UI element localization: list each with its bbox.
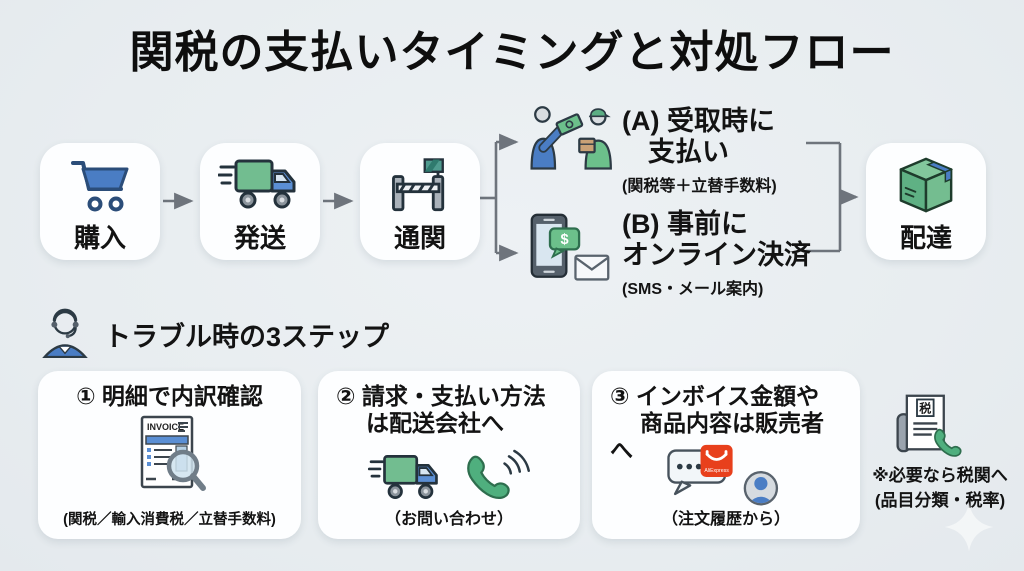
flow-node-customs: 通関	[360, 143, 480, 260]
flow-node-label: 発送	[233, 223, 286, 253]
branch-b-line1: (B) 事前に	[622, 209, 748, 239]
support-headset-icon	[40, 306, 90, 363]
svg-text:INVOICE: INVOICE	[147, 422, 184, 432]
trouble-heading-label: トラブル時の3ステップ	[104, 322, 390, 352]
customs-office-note: ※必要なら税関へ (品目分類・税率)	[860, 463, 1020, 513]
cash-handoff-icon	[528, 104, 618, 175]
step-3-title: ③ インボイス金額や 商品内容は販売者へ	[610, 383, 824, 463]
customs-gate-icon	[384, 155, 456, 222]
shopping-cart-icon	[68, 155, 132, 218]
flow-node-label: 通関	[393, 223, 446, 253]
phone-payment-icon: $	[528, 213, 612, 289]
trouble-step-3-card: ③ インボイス金額や 商品内容は販売者へ AliExpress	[592, 371, 860, 539]
svg-text:$: $	[560, 232, 568, 248]
customs-note-line1: ※必要なら税関へ	[872, 466, 1008, 485]
branch-a-note: (関税等＋立替手数料)	[622, 178, 777, 195]
page-title: 関税の支払いタイミングと対処フロー	[129, 28, 895, 77]
flow-node-label: 購入	[73, 223, 126, 253]
svg-text:税: 税	[919, 400, 931, 415]
flow-node-label: 配達	[899, 223, 952, 253]
branch-b-line2: オンライン決済	[622, 240, 811, 270]
package-box-icon	[895, 155, 957, 220]
step-2-title: ② 請求・支払い方法 は配送会社へ	[336, 383, 546, 436]
step-1-caption: (関税／輸入消費税／立替手数料)	[63, 512, 276, 528]
truck-phone-icon	[363, 447, 535, 512]
trouble-step-2-card: ② 請求・支払い方法 は配送会社へ	[318, 371, 580, 539]
flow-node-purchase: 購入	[40, 143, 160, 260]
step-3-caption: （注文履歴から）	[661, 511, 790, 528]
tax-document-phone-icon: 税	[893, 392, 965, 471]
branch-a-line1: (A) 受取時に	[622, 106, 775, 136]
flow-node-delivery: 配達	[866, 143, 986, 260]
delivery-truck-icon	[217, 155, 302, 216]
branch-a-line2: 支払い	[648, 137, 729, 167]
branch-b-text: (B) 事前に オンライン決済 (SMS・メール案内)	[622, 209, 811, 299]
flow-node-shipping: 発送	[200, 143, 320, 260]
sparkle-watermark-icon	[942, 500, 996, 559]
invoice-magnifier-icon: INVOICE	[132, 415, 208, 500]
trouble-step-1-card: ① 明細で内訳確認 INVOICE (関税／輸入消費税／立替手数料)	[38, 371, 301, 539]
chat-seller-avatar-icon: AliExpress	[656, 443, 796, 514]
branch-b-note: (SMS・メール案内)	[622, 281, 764, 298]
customs-note-line2: (品目分類・税率)	[874, 491, 1006, 510]
step-1-title: ① 明細で内訳確認	[76, 383, 263, 409]
branch-a-text: (A) 受取時に 支払い (関税等＋立替手数料)	[622, 106, 777, 196]
svg-text:AliExpress: AliExpress	[704, 468, 729, 474]
trouble-section-heading: トラブル時の3ステップ	[40, 306, 389, 363]
step-2-caption: （お問い合わせ）	[384, 511, 513, 528]
